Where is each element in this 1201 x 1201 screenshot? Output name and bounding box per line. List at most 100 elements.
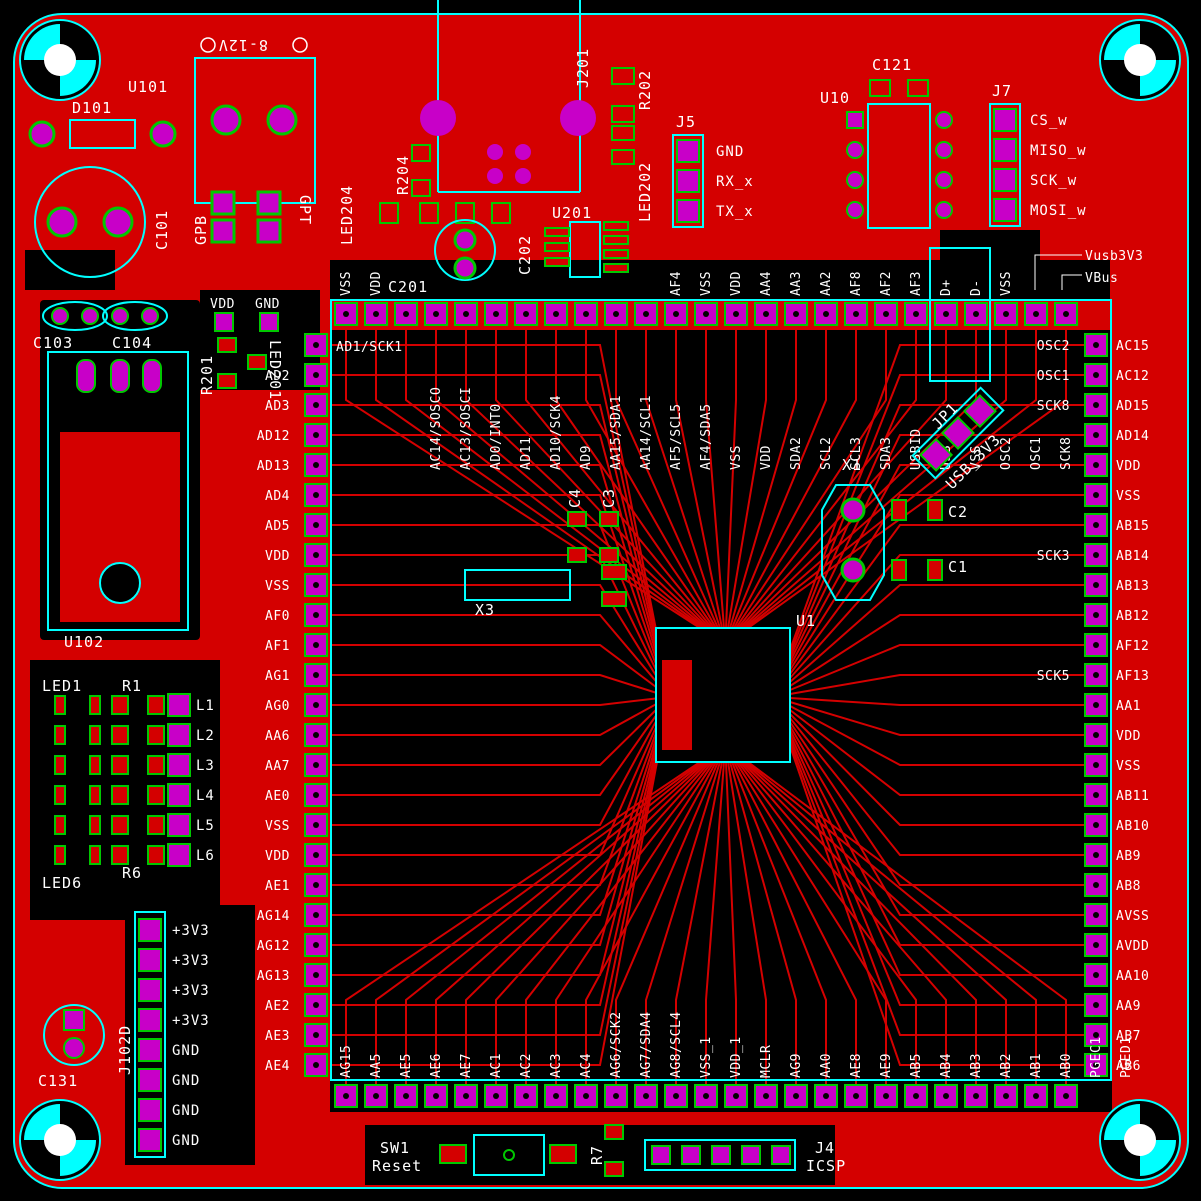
c3-label-wrap: C3 [600, 488, 618, 508]
top-pin-label-wrap: VSS [969, 445, 984, 470]
top-pin-label-wrap: AA15/SDA1 [609, 395, 624, 470]
led-out-label: L5 [196, 818, 215, 834]
top-pin-name-wrap: D- [969, 279, 984, 296]
bottom-pin-label: AC1 [489, 1053, 504, 1078]
trace [743, 761, 1007, 1085]
trace [731, 325, 827, 629]
j102d-pin [138, 948, 162, 972]
led201-label: LED201 [266, 340, 284, 400]
gnd-test-pad [259, 312, 279, 332]
c101-outline [34, 166, 146, 278]
top-pin-name-wrap: AA4 [759, 271, 774, 296]
bottom-pin-label: AG6/SCK2 [609, 1011, 624, 1078]
left-pin-label: AA6 [265, 729, 290, 744]
led-pad [54, 725, 66, 745]
top-pin-label: VSS [969, 445, 984, 470]
led-out-label: L1 [196, 698, 215, 714]
led-pad [54, 785, 66, 805]
j5-pin-label: RX_x [716, 174, 754, 190]
r202-pad2 [611, 105, 635, 123]
trace [327, 404, 661, 659]
j102d-pin [138, 1098, 162, 1122]
pin-drill [523, 1093, 529, 1099]
bottom-pin-label-wrap: AE9 [879, 1053, 894, 1078]
trace [465, 325, 709, 629]
pin-drill [853, 1093, 859, 1099]
pin-drill [1093, 912, 1099, 918]
trace [327, 725, 661, 916]
sw1-pad1 [439, 1144, 467, 1164]
trace [733, 761, 857, 1085]
led202-label-wrap: LED202 [636, 162, 654, 222]
trace [747, 761, 1067, 1085]
pin-drill [1093, 492, 1099, 498]
pin-drill [313, 372, 319, 378]
trace [789, 554, 1085, 679]
j201-label-wrap: J201 [574, 48, 592, 88]
left-pin-label: AG0 [265, 699, 290, 714]
u101-pad2 [266, 104, 298, 136]
pin-drill [553, 311, 559, 317]
pin-drill [1093, 402, 1099, 408]
left-pin-label: AF1 [265, 639, 290, 654]
u10-label: U10 [820, 89, 850, 107]
top-pin-label: AC14/SOSCO [429, 387, 444, 470]
pin-drill [343, 311, 349, 317]
c104-outline [102, 301, 168, 331]
j102d-pin [138, 1068, 162, 1092]
trace [745, 761, 1037, 1085]
j4-label: J4 [815, 1139, 835, 1157]
trace [327, 584, 661, 683]
top-pin-label-wrap: VSS [729, 445, 744, 470]
trace [747, 325, 1067, 629]
trace [789, 344, 1085, 651]
pin-drill [793, 311, 799, 317]
top-pin-name: VDD [729, 271, 744, 296]
trace [789, 721, 1085, 886]
bottom-pin-label: PGEC1 [1089, 1036, 1104, 1078]
led-pad [54, 815, 66, 835]
bottom-pin-label: AE6 [429, 1053, 444, 1078]
c103-label: C103 [33, 334, 73, 352]
top-pin-label-wrap: SDA2 [789, 437, 804, 470]
pin-drill [493, 311, 499, 317]
j201-pin1 [487, 144, 503, 160]
top-pin-name-wrap: AA3 [789, 271, 804, 296]
r7-label: R7 [588, 1145, 606, 1165]
r202-label: R202 [636, 70, 654, 110]
x3-label: X3 [475, 601, 495, 619]
top-pin-label-wrap: VSS [339, 271, 354, 296]
j102d-pin [138, 918, 162, 942]
sw1-label: SW1 [380, 1139, 410, 1157]
top-pin-label: SCL2 [819, 437, 834, 470]
top-pin-label-wrap: AD9 [579, 445, 594, 470]
bottom-pin-label: AC2 [519, 1053, 534, 1078]
c202-label-wrap: C202 [516, 235, 534, 275]
bottom-pin-label-wrap: AG15 [339, 1045, 354, 1078]
trace [645, 325, 721, 629]
top-pin-label: AF4/SDA5 [699, 403, 714, 470]
trace [741, 761, 977, 1085]
resistor-pad [111, 725, 129, 745]
x3-outline [464, 569, 571, 601]
u101-label: U101 [128, 78, 168, 96]
trace [731, 761, 827, 1085]
mounting-hole-icon [19, 1099, 101, 1181]
bottom-pin-label-wrap: AC2 [519, 1053, 534, 1078]
left-pin-label: VDD [265, 849, 290, 864]
trace [789, 434, 1085, 663]
bottom-pin-label-wrap: AB5 [909, 1053, 924, 1078]
pin-drill [313, 792, 319, 798]
j201-pin3 [487, 168, 503, 184]
bottom-pin-label: AE8 [849, 1053, 864, 1078]
pin-drill [673, 1093, 679, 1099]
left-pin-label: AE3 [265, 1029, 290, 1044]
bottom-pin-label: AB0 [1059, 1053, 1074, 1078]
trace [789, 584, 1085, 683]
top-pin-label: SCK8 [1059, 437, 1074, 470]
trace [735, 761, 887, 1085]
trace [743, 325, 1007, 629]
trace [705, 761, 725, 1085]
pin-drill [1093, 432, 1099, 438]
